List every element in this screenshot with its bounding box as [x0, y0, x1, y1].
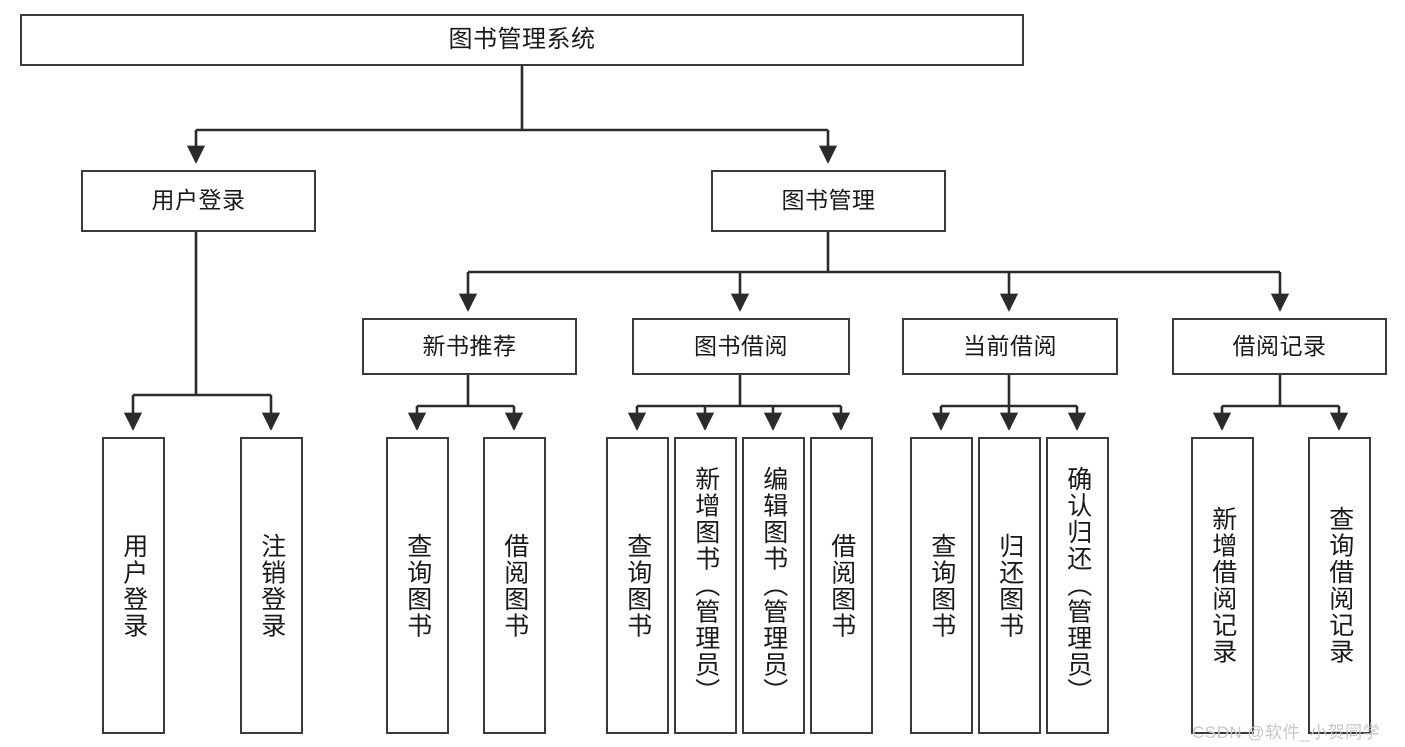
node-label: 注销登录	[257, 532, 286, 639]
node-root-system[interactable]: 图书管理系统	[20, 14, 1024, 66]
node-current-borrow[interactable]: 当前借阅	[902, 318, 1118, 375]
node-new-book-recommend[interactable]: 新书推荐	[362, 318, 577, 375]
node-label: 用户登录	[151, 187, 246, 214]
leaf-book-borrow-query[interactable]: 查询图书	[606, 437, 669, 734]
node-label: 确认归还（管理员）	[1063, 466, 1092, 705]
leaf-user-login-logout[interactable]: 注销登录	[240, 437, 303, 734]
node-label: 图书管理	[781, 187, 876, 214]
node-label: 借阅记录	[1232, 332, 1327, 359]
node-label: 图书管理系统	[448, 25, 596, 53]
node-label: 归还图书	[995, 532, 1024, 639]
leaf-borrow-record-add[interactable]: 新增借阅记录	[1191, 437, 1254, 734]
leaf-current-borrow-return[interactable]: 归还图书	[978, 437, 1041, 734]
node-label: 编辑图书（管理员）	[759, 466, 788, 705]
node-label: 图书借阅	[694, 332, 788, 359]
node-label: 查询图书	[927, 532, 956, 639]
leaf-new-book-borrow[interactable]: 借阅图书	[483, 437, 546, 734]
watermark-text: CSDN @软件_小贺同学	[1192, 723, 1381, 742]
node-book-management[interactable]: 图书管理	[711, 170, 946, 232]
leaf-book-borrow-borrow[interactable]: 借阅图书	[810, 437, 873, 734]
leaf-user-login-login[interactable]: 用户登录	[102, 437, 165, 734]
node-label: 借阅图书	[827, 532, 856, 639]
node-user-login[interactable]: 用户登录	[81, 170, 316, 232]
node-label: 查询借阅记录	[1325, 506, 1354, 665]
node-label: 借阅图书	[500, 532, 529, 639]
leaf-current-borrow-query[interactable]: 查询图书	[910, 437, 973, 734]
leaf-borrow-record-query[interactable]: 查询借阅记录	[1308, 437, 1371, 734]
node-borrow-record[interactable]: 借阅记录	[1172, 318, 1387, 375]
node-label: 查询图书	[403, 532, 432, 639]
leaf-new-book-query[interactable]: 查询图书	[386, 437, 449, 734]
node-label: 新增借阅记录	[1208, 506, 1237, 665]
node-label: 用户登录	[119, 532, 148, 639]
leaf-current-borrow-confirm-return[interactable]: 确认归还（管理员）	[1046, 437, 1109, 734]
node-label: 查询图书	[623, 532, 652, 639]
node-label: 新增图书（管理员）	[691, 466, 720, 705]
leaf-book-borrow-add[interactable]: 新增图书（管理员）	[674, 437, 737, 734]
node-book-borrow[interactable]: 图书借阅	[632, 318, 850, 375]
leaf-book-borrow-edit[interactable]: 编辑图书（管理员）	[742, 437, 805, 734]
node-label: 当前借阅	[963, 332, 1057, 359]
node-label: 新书推荐	[422, 332, 517, 359]
